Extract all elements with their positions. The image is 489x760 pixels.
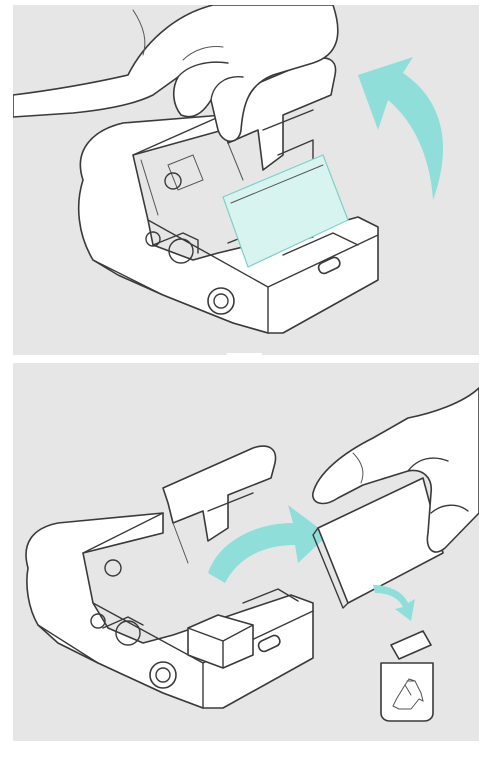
curved-arrow-icon: [208, 505, 328, 583]
hand-icon: [312, 387, 479, 553]
filter-pad: [312, 477, 444, 609]
recycle-bin-icon: [380, 630, 434, 722]
step-2-drawing: [25, 387, 479, 722]
step-1-panel: [13, 5, 479, 355]
filter-pad: [222, 154, 349, 268]
recycle-symbol-icon: [392, 678, 424, 710]
case-base: [25, 512, 314, 709]
step-1-drawing: [13, 5, 443, 334]
case-lid: [82, 445, 277, 577]
small-arrow-icon: [373, 585, 415, 621]
curved-arrow-icon: [358, 57, 443, 200]
hand-icon: [13, 5, 339, 143]
step-2-panel: [13, 363, 479, 741]
